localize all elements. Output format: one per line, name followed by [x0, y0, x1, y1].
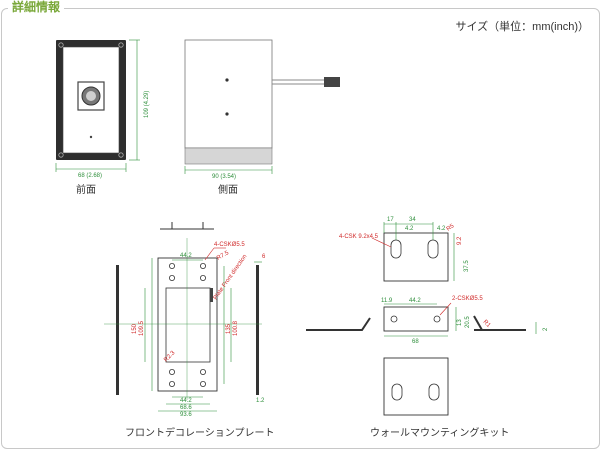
kit-top-hole-label: 4-CSK 9.2x4.5 — [339, 234, 379, 240]
kit-right-dim-2: 37.5 — [464, 260, 470, 272]
plate-left-dim-1: 150 — [132, 323, 138, 334]
kit-top-dim-1: 17 — [387, 217, 394, 223]
side-depth-label: 90 (3.54) — [212, 174, 236, 180]
kit-top-dim-4: 4.2 — [437, 226, 446, 232]
plate-right-dim-2: 100.8 — [233, 320, 239, 336]
front-height-label: 109 (4.29) — [144, 91, 150, 118]
kit-mid-right-dim-1: 13 — [457, 319, 463, 326]
front-width-label: 68 (2.68) — [78, 173, 102, 179]
plate-drawing — [104, 222, 262, 412]
kit-top-dim-5: R5 — [446, 223, 456, 233]
plate-right-dim-1: 135 — [226, 323, 232, 334]
front-view-caption: 前面 — [76, 185, 96, 196]
plate-side-label: 6 — [262, 254, 266, 260]
front-view-drawing — [55, 39, 140, 172]
kit-right-dim-1: 9.2 — [457, 236, 463, 245]
kit-side-radius: R1 — [482, 319, 492, 329]
plate-bottom-dim-1: 44.2 — [180, 398, 192, 404]
plate-left-dim-2: 109.5 — [139, 320, 145, 336]
side-view-caption: 側面 — [218, 185, 238, 196]
kit-mid-bottom-dim: 68 — [412, 339, 419, 345]
plate-caption: フロントデコレーションプレート — [125, 428, 275, 439]
kit-mid-right-dim-2: 20.5 — [465, 316, 471, 328]
plate-top-offset: R7.5 — [216, 250, 231, 262]
kit-side-thickness: 2 — [543, 327, 549, 331]
plate-bottom-dim-2: 68.6 — [180, 405, 192, 411]
plate-hole-label: 4-CSKØ5.5 — [214, 242, 245, 248]
section-title: 詳細情報 — [8, 0, 65, 14]
wall-kit-caption: ウォールマウンティングキット — [370, 428, 510, 439]
kit-mid-hole-label: 2-CSKØ5.5 — [452, 296, 483, 302]
plate-top-width: 44.2 — [180, 253, 192, 259]
wall-kit-drawing — [306, 222, 537, 416]
plate-bottom-dim-3: 93.6 — [180, 412, 192, 418]
kit-top-dim-3: 4.2 — [405, 226, 414, 232]
kit-top-dim-2: 34 — [409, 217, 416, 223]
kit-mid-width-dim: 44.2 — [409, 298, 421, 304]
kit-mid-left-dim: 11.9 — [381, 298, 393, 304]
details-frame — [1, 8, 600, 449]
side-view-drawing — [184, 39, 340, 174]
unit-note: サイズ（単位：mm(inch)） — [455, 21, 589, 33]
plate-thickness: 1.2 — [256, 398, 265, 404]
